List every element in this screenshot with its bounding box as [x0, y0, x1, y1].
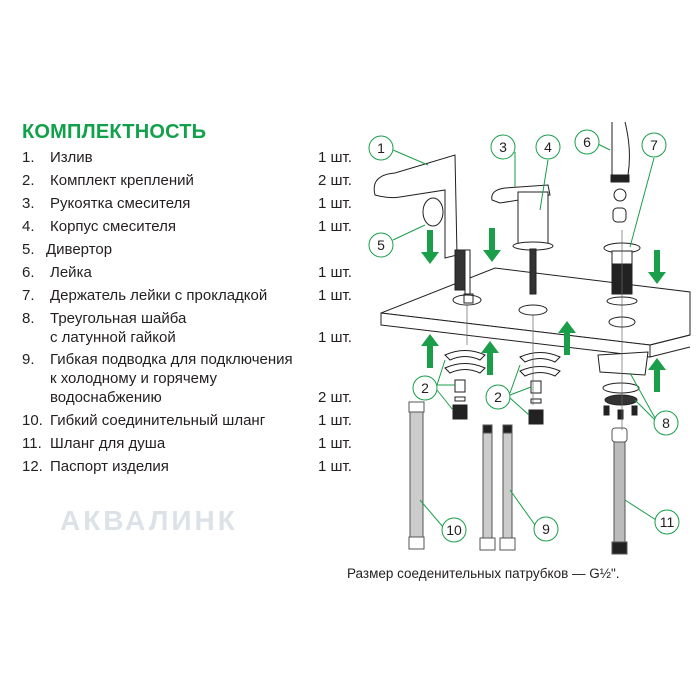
- triangle-washer: [597, 351, 649, 420]
- callout-9: 9: [533, 516, 559, 542]
- hoses: [408, 401, 628, 555]
- callout-number: 10: [446, 522, 462, 538]
- callout-number: 9: [542, 521, 550, 537]
- arrow-up-icon: [648, 358, 666, 392]
- shower-head: [611, 121, 630, 176]
- item-number: 11.: [22, 435, 42, 452]
- callout-2: 2: [412, 375, 438, 401]
- item-number: 9.: [22, 351, 35, 368]
- list-item: 8. Треугольная шайба: [22, 310, 186, 328]
- callout-number: 7: [650, 137, 658, 153]
- callout-number: 8: [662, 415, 670, 431]
- list-item: 12. Паспорт изделия 1 шт.: [22, 458, 352, 476]
- arrow-down-icon: [483, 228, 501, 262]
- callout-number: 6: [583, 134, 591, 150]
- item-qty: 1 шт.: [318, 458, 352, 475]
- item-qty: 1 шт.: [318, 329, 352, 346]
- list-item: 5. Дивертор: [22, 241, 112, 259]
- item-number: 2.: [22, 172, 35, 189]
- callout-11: 11: [654, 509, 680, 535]
- item-qty: 1 шт.: [318, 218, 352, 235]
- callout-number: 2: [421, 380, 429, 396]
- callout-8: 8: [653, 410, 679, 436]
- list-item: 6. Лейка 1 шт.: [22, 264, 352, 282]
- callout-2: 2: [485, 384, 511, 410]
- list-item-continuation: с латунной гайкой: [50, 329, 176, 346]
- item-label: Гибкий соединительный шланг: [50, 412, 266, 429]
- arrow-up-icon: [421, 334, 439, 368]
- item-qty: 1 шт.: [318, 195, 352, 212]
- section-title: КОМПЛЕКТНОСТЬ: [22, 121, 207, 143]
- item-label: Корпус смесителя: [50, 218, 176, 235]
- fixing-kit: [444, 350, 561, 425]
- item-qty: 1 шт.: [318, 435, 352, 452]
- diverter: [422, 197, 444, 227]
- callout-number: 1: [377, 140, 385, 156]
- callout-3: 3: [490, 134, 516, 160]
- item-number: 8.: [22, 310, 35, 327]
- item-number: 1.: [22, 149, 35, 166]
- callout-5: 5: [368, 232, 394, 258]
- item-qty: 1 шт.: [318, 149, 352, 166]
- caption: Размер соеденительных патрубков — G½".: [347, 566, 620, 581]
- list-item: 4. Корпус смесителя 1 шт.: [22, 218, 352, 236]
- list-item-continuation: к холодному и горячему: [50, 370, 217, 387]
- item-number: 10.: [22, 412, 43, 429]
- spout-stud: [454, 249, 466, 291]
- item-label: Излив: [50, 149, 93, 166]
- item-qty: 2 шт.: [318, 172, 352, 189]
- callout-1: 1: [368, 135, 394, 161]
- watermark: АКВАЛИНК: [60, 505, 238, 536]
- item-label: Лейка: [50, 264, 92, 281]
- callout-number: 11: [660, 514, 675, 530]
- item-label: Шланг для душа: [50, 435, 166, 452]
- callout-number: 2: [494, 389, 502, 405]
- list-item-continuation: водоснабжению: [50, 389, 162, 406]
- item-number: 4.: [22, 218, 35, 235]
- item-label: Держатель лейки с прокладкой: [50, 287, 268, 304]
- item-label: Гибкая подводка для подключения: [50, 351, 293, 368]
- callout-7: 7: [641, 132, 667, 158]
- item-label: Рукоятка смесителя: [50, 195, 191, 212]
- callout-4: 4: [535, 134, 561, 160]
- callout-10: 10: [441, 517, 467, 543]
- arrow-up-icon: [481, 341, 499, 375]
- mixer-body: [517, 191, 549, 245]
- list-item: 7. Держатель лейки с прокладкой 1 шт.: [22, 287, 352, 305]
- item-qty: 1 шт.: [318, 287, 352, 304]
- list-item: 2. Комплект креплений 2 шт.: [22, 172, 352, 190]
- callout-number: 3: [499, 139, 507, 155]
- item-number: 12.: [22, 458, 43, 475]
- item-number: 6.: [22, 264, 35, 281]
- list-item: 10. Гибкий соединительный шланг 1 шт.: [22, 412, 352, 430]
- list-item: 9. Гибкая подводка для подключения: [22, 351, 293, 369]
- item-qty: 2 шт.: [318, 389, 352, 406]
- arrow-down-icon: [421, 230, 439, 264]
- item-label: Паспорт изделия: [50, 458, 169, 475]
- list-item: 11. Шланг для душа 1 шт.: [22, 435, 352, 453]
- item-label: Комплект креплений: [50, 172, 194, 189]
- item-number: 7.: [22, 287, 35, 304]
- item-number: 3.: [22, 195, 35, 212]
- list-item: 3. Рукоятка смесителя 1 шт.: [22, 195, 352, 213]
- arrow-up-icon: [558, 321, 576, 355]
- item-number: 5.: [22, 241, 35, 258]
- spout: [373, 154, 458, 259]
- callout-6: 6: [574, 129, 600, 155]
- list-item: 1. Излив 1 шт.: [22, 149, 352, 167]
- item-qty: 1 шт.: [318, 412, 352, 429]
- item-label: Треугольная шайба: [50, 310, 187, 327]
- item-qty: 1 шт.: [318, 264, 352, 281]
- callout-number: 5: [377, 237, 385, 253]
- item-label: Дивертор: [46, 241, 113, 258]
- callout-number: 4: [544, 139, 552, 155]
- arrow-down-icon: [648, 250, 666, 284]
